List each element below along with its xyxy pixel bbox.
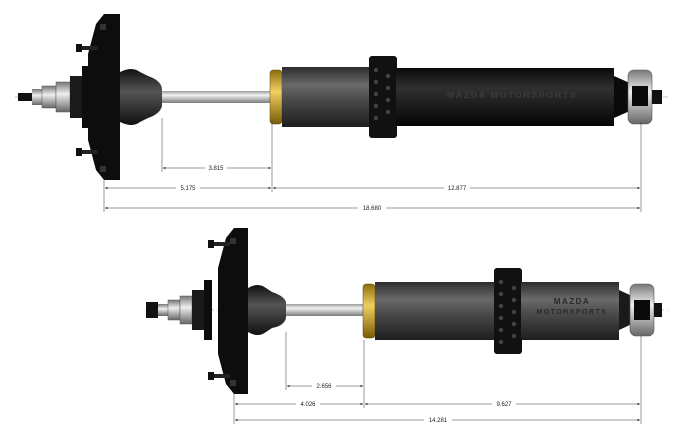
piston-shaft [286,304,364,316]
dim-mount-to-body: 5.175 [180,186,196,192]
piston-shaft [162,91,272,103]
mount-plate [76,14,120,180]
dim-body-length: 9.627 [496,402,512,408]
bump-stop [248,285,286,335]
brand-text-line1: MAZDA [554,297,590,306]
dim-body-length: 12.877 [448,186,467,192]
body-dark-section [396,68,614,126]
brand-text-line2: MOTORSPORTS [536,309,607,316]
lower-eyelet [619,283,662,337]
dimensions-short [233,332,642,424]
body-grey-lower [521,282,619,340]
top-stud [18,66,90,128]
brass-seal [362,283,376,339]
brass-seal [269,69,283,125]
lower-eyelet [614,69,662,125]
dim-overall-length: 14.281 [429,418,448,424]
dim-shaft-exposed: 2.656 [316,384,332,390]
mount-plate [208,228,248,394]
body-grey-section [375,282,495,340]
dim-mount-to-body: 4.026 [300,402,316,408]
dim-shaft-exposed: 3.815 [208,166,224,172]
shock-long: MAZDA MOTORSPORTS 3.815 5.175 12.877 18.… [15,14,668,212]
adjuster-collar [494,268,522,354]
adjuster-collar [369,56,397,138]
body-grey-section [282,67,370,127]
dim-overall-length: 18.680 [363,206,382,212]
shock-short: MAZDA MOTORSPORTS 2.656 4.026 9.627 14.2… [145,228,668,424]
brand-text: MAZDA MOTORSPORTS [447,90,578,100]
bump-stop [120,69,162,125]
top-stud [146,280,212,340]
